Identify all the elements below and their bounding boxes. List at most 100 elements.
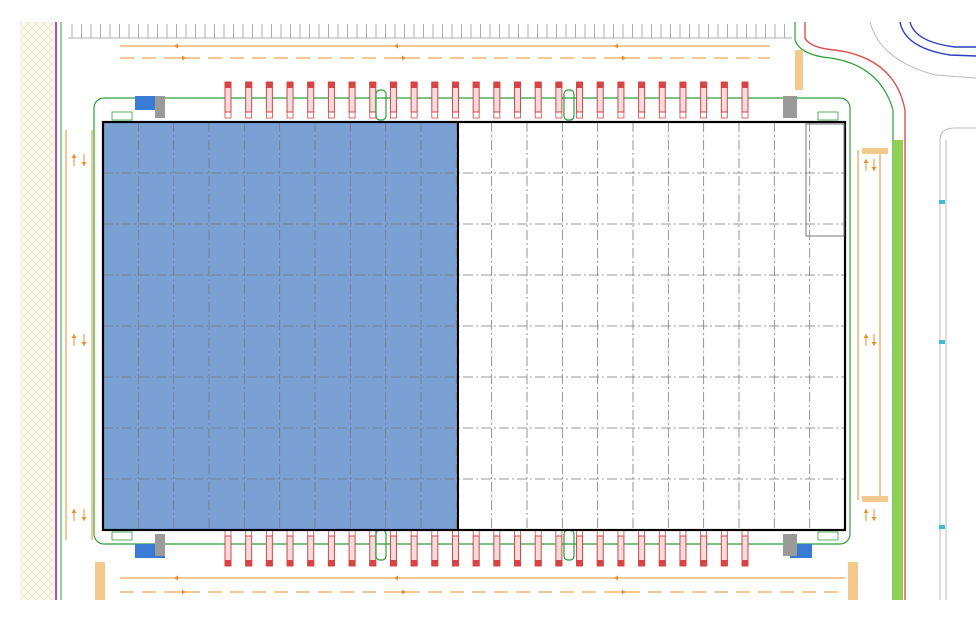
trailer-stall-icon [720,529,728,567]
landscape-hatch-strip [20,22,54,600]
trailer-stall-icon [555,81,563,119]
north-aisle-arrows [174,43,626,61]
column-grid [103,122,845,530]
east-drive-aisle [857,150,881,500]
trailer-stall-icon [389,529,397,567]
direction-arrow-icon [174,55,186,61]
trailer-stall-icon [451,81,459,119]
direction-arrow-icon [394,589,406,595]
trailer-stall-icon [720,81,728,119]
trailer-stall-icon [224,529,232,567]
direction-arrow-icon [71,334,77,346]
trailer-stall-icon [369,529,377,567]
trailer-stall-icon [265,81,273,119]
trailer-stall-icon [410,81,418,119]
trailer-stall-icon [431,81,439,119]
trailer-stall-icon [348,81,356,119]
direction-arrow-icon [81,509,87,521]
trailer-stall-icon [638,529,646,567]
building-outline [101,120,847,532]
north-drive-aisle [120,45,770,59]
trailer-stall-icon [431,529,439,567]
south-trailer-stalls [224,529,749,567]
south-drive-aisle [95,50,858,600]
direction-arrow-icon [614,55,626,61]
corner-office-sw [111,531,165,558]
trailer-stall-icon [327,81,335,119]
direction-arrow-icon [614,43,626,49]
trailer-stall-icon [596,529,604,567]
trailer-stall-icon [307,81,315,119]
trailer-stall-icon [286,81,294,119]
trailer-stall-icon [700,529,708,567]
trailer-stall-icon [493,529,501,567]
warehouse-building [101,120,847,532]
trailer-stall-icon [514,81,522,119]
west-drive-aisle [65,130,93,540]
truck-court-island-1 [375,89,387,121]
trailer-stall-icon [245,81,253,119]
east-stair-marks [862,148,888,502]
trailer-stall-icon [327,529,335,567]
direction-arrow-icon [71,509,77,521]
direction-arrow-icon [863,159,869,171]
direction-arrow-icon [394,43,406,49]
trailer-stall-icon [472,81,480,119]
trailer-stall-icon [741,529,749,567]
direction-arrow-icon [394,55,406,61]
direction-arrow-icon [81,154,87,166]
trailer-stall-icon [224,81,232,119]
corner-office-nw [111,96,165,121]
trailer-stall-icon [451,529,459,567]
truck-court-island-4 [563,529,575,561]
top-parking-row [68,24,792,39]
direction-arrow-icon [871,509,877,521]
trailer-stall-icon [700,81,708,119]
direction-arrow-icon [81,334,87,346]
direction-arrow-icon [394,575,406,581]
trailer-stall-icon [514,529,522,567]
truck-court-island-3 [375,529,387,561]
direction-arrow-icon [174,575,186,581]
direction-arrow-icon [863,509,869,521]
trailer-stall-icon [265,529,273,567]
trailer-stall-icon [493,81,501,119]
trailer-stall-icon [555,529,563,567]
trailer-stall-icon [638,81,646,119]
direction-arrow-icon [174,43,186,49]
east-road [794,21,976,600]
direction-arrow-icon [871,334,877,346]
direction-arrow-icon [174,589,186,595]
south-aisle-arrows [174,575,626,595]
trailer-stall-icon [679,81,687,119]
trailer-stall-icon [679,529,687,567]
trailer-stall-icon [617,81,625,119]
office-block [805,123,845,237]
corner-office-ne [783,96,839,121]
trailer-stall-icon [369,81,377,119]
trailer-stall-icon [348,529,356,567]
direction-arrow-icon [871,159,877,171]
trailer-stall-icon [534,529,542,567]
direction-arrow-icon [614,575,626,581]
west-aisle-arrows [71,154,87,521]
north-trailer-stalls [224,81,749,119]
trailer-stall-icon [389,81,397,119]
trailer-stall-icon [617,529,625,567]
trailer-stall-icon [534,81,542,119]
trailer-stall-icon [472,529,480,567]
trailer-stall-icon [741,81,749,119]
truck-court-island-2 [563,89,575,121]
trailer-stall-icon [245,529,253,567]
trailer-stall-icon [410,529,418,567]
trailer-stall-icon [658,529,666,567]
trailer-stall-icon [576,81,584,119]
direction-arrow-icon [863,334,869,346]
trailer-stall-icon [596,81,604,119]
trailer-stall-icon [658,81,666,119]
corner-office-se [783,531,839,558]
building-curb [93,97,851,545]
east-aisle-arrows [863,159,877,521]
trailer-stall-icon [307,529,315,567]
